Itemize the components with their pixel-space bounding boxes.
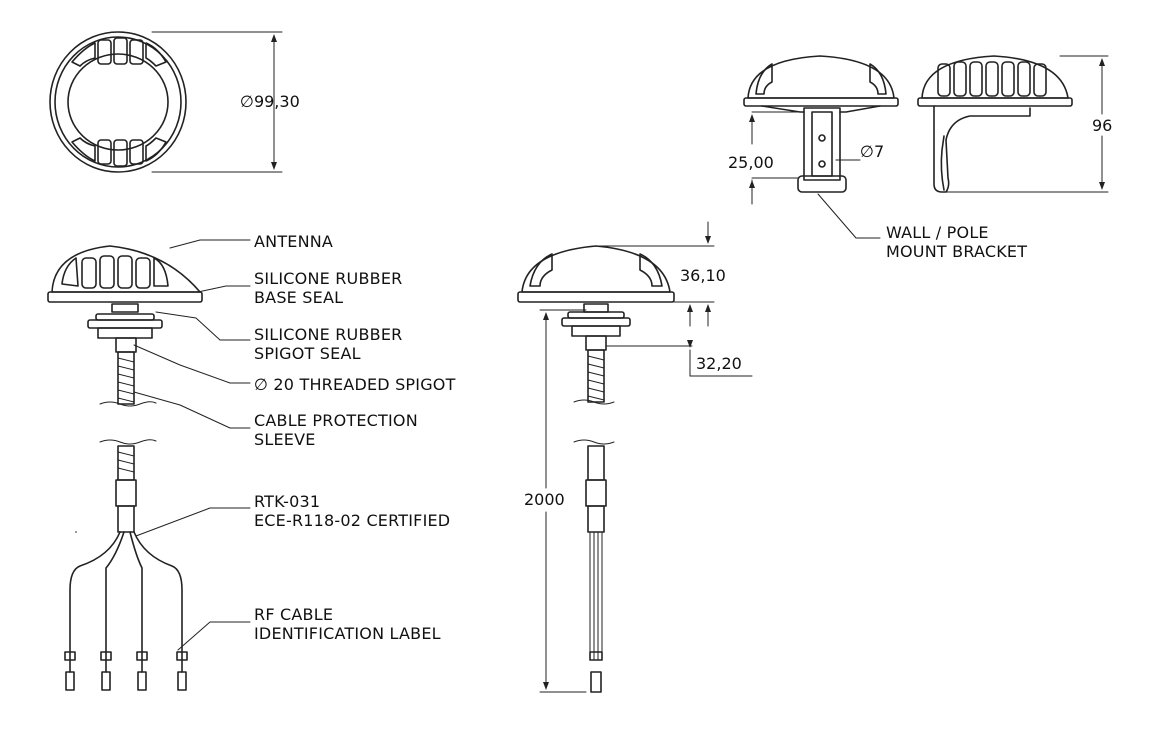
callout-spigot-seal-line1: SILICONE RUBBER [254,325,403,344]
dim-spigot-label: 32,20 [696,354,742,373]
left-side-view [47,245,203,691]
dim-diameter-label: ∅99,30 [240,92,300,111]
callout-threaded-spigot: ∅ 20 THREADED SPIGOT [254,375,456,394]
callout-sleeve-line1: CABLE PROTECTION [254,411,418,430]
callout-sleeve-line2: SLEEVE [254,430,316,449]
callout-rtk-line2: ECE-R118-02 CERTIFIED [254,511,451,530]
callout-rtk-line1: RTK-031 [254,492,321,511]
callout-bracket-line2: MOUNT BRACKET [886,242,1028,261]
callout-spigot-seal-line2: SPIGOT SEAL [254,344,361,363]
callout-bracket-line1: WALL / POLE [886,223,989,242]
callout-rf-line1: RF CABLE [254,605,334,624]
callout-base-seal-line1: SILICONE RUBBER [254,269,403,288]
callout-antenna: ANTENNA [254,232,334,251]
dim-cable-length-label: 2000 [524,490,565,509]
left-leaders [133,239,251,651]
dim-bracket-offset-label: 25,00 [728,153,774,172]
callout-rf-line2: IDENTIFICATION LABEL [254,624,441,643]
dim-height-label: 96 [1092,116,1113,135]
bracket-front-view [743,55,899,239]
callout-base-seal-line2: BASE SEAL [254,288,344,307]
top-view [49,31,283,173]
dim-bracket-hole-label: ∅7 [860,142,885,161]
bracket-side-view [917,55,1109,193]
center-side-view [517,221,753,693]
dim-dome-height-label: 36,10 [680,266,726,285]
